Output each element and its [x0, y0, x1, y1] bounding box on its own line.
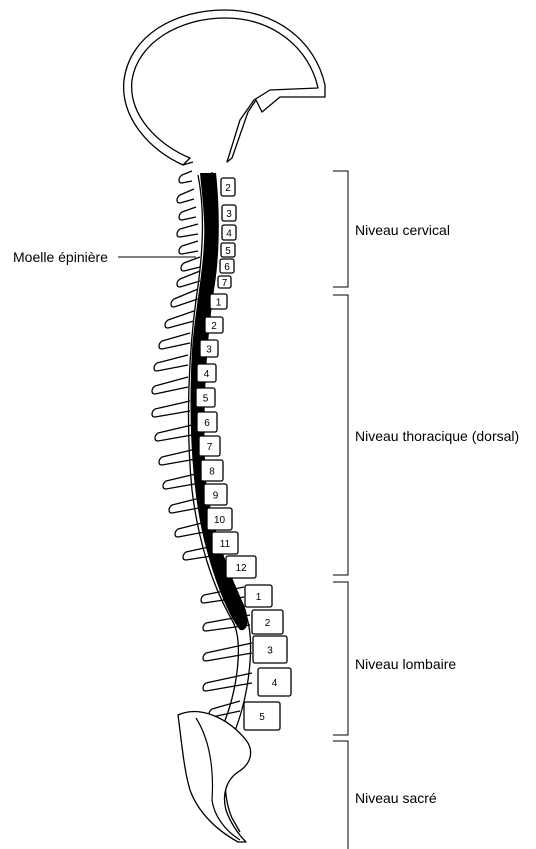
- lumbar-vertebra-4-number: 4: [272, 678, 278, 689]
- spinous-process: [152, 401, 190, 417]
- cervical-vertebra-7-number: 7: [222, 278, 228, 289]
- sacrum: [178, 712, 251, 842]
- spinous-process: [203, 643, 252, 661]
- cervical-vertebra-7: 7: [218, 276, 231, 289]
- thoracic-vertebra-11: 11: [212, 532, 238, 554]
- spinous-process: [177, 271, 200, 287]
- thoracic-vertebra-4-number: 4: [204, 369, 210, 380]
- thoracic-vertebra-1-number: 1: [216, 298, 222, 309]
- thoracic-vertebra-9: 9: [204, 484, 227, 505]
- spinous-process: [154, 355, 188, 371]
- cervical-vertebra-4: 4: [222, 225, 236, 240]
- cervical-vertebra-4-number: 4: [226, 229, 232, 240]
- lumbar-vertebra-5-number: 5: [259, 712, 265, 723]
- spinous-process: [179, 207, 196, 220]
- thoracic-vertebra-8-number: 8: [209, 467, 215, 478]
- spinous-process: [152, 377, 188, 394]
- spinal-cord-label: Moelle épinière: [13, 249, 108, 265]
- thoracic-vertebra-10-number: 10: [214, 515, 226, 526]
- thoracic-vertebra-3-number: 3: [206, 345, 212, 356]
- spinous-process: [177, 224, 198, 237]
- lumbar-vertebra-3: 3: [253, 636, 287, 663]
- cervical-vertebra-5-number: 5: [225, 246, 231, 257]
- thoracic-vertebra-6: 6: [197, 412, 217, 432]
- thoracic-vertebra-5-number: 5: [203, 394, 209, 405]
- thoracic-vertebra-1: 1: [210, 294, 227, 309]
- lumbar-vertebra-2: 2: [252, 610, 283, 634]
- spinous-process: [209, 701, 240, 717]
- spinous-process: [171, 289, 198, 307]
- thoracic-vertebra-3: 3: [200, 340, 218, 357]
- bracket-lumbar: [333, 582, 348, 735]
- lumbar-vertebra-2-number: 2: [265, 618, 271, 629]
- thoracic-vertebra-5: 5: [196, 388, 215, 407]
- cervical-vertebra-6: 6: [220, 259, 234, 273]
- spinous-process: [159, 333, 190, 349]
- bracket-thoracic: [333, 295, 348, 575]
- cervical-vertebra-2-number: 2: [225, 183, 231, 194]
- thoracic-vertebra-4: 4: [197, 364, 216, 382]
- thoracic-vertebra-8: 8: [201, 460, 223, 481]
- spinous-process: [165, 311, 194, 328]
- thoracic-vertebra-2: 2: [205, 317, 223, 333]
- sacral-level-label: Niveau sacré: [355, 790, 437, 806]
- thoracic-vertebra-9-number: 9: [213, 491, 219, 502]
- lumbar-level-label: Niveau lombaire: [355, 656, 456, 672]
- cervical-vertebra-6-number: 6: [224, 262, 230, 273]
- cervical-vertebra-3: 3: [222, 205, 236, 221]
- lumbar-vertebra-1: 1: [245, 585, 272, 607]
- thoracic-vertebra-10: 10: [207, 508, 232, 530]
- cervical-vertebra-3-number: 3: [226, 209, 232, 220]
- cervical-level-label: Niveau cervical: [355, 222, 450, 238]
- bracket-sacral: [333, 741, 348, 849]
- thoracic-vertebra-6-number: 6: [204, 418, 210, 429]
- lumbar-vertebra-5: 5: [244, 702, 280, 730]
- thoracic-level-label: Niveau thoracique (dorsal): [355, 428, 519, 444]
- spinous-process: [177, 189, 194, 203]
- thoracic-vertebra-7: 7: [199, 436, 220, 456]
- thoracic-vertebra-2-number: 2: [211, 321, 217, 332]
- lumbar-vertebra-1-number: 1: [256, 592, 262, 603]
- skull: [124, 10, 325, 165]
- bracket-cervical: [333, 171, 348, 287]
- lumbar-vertebra-3-number: 3: [267, 646, 273, 657]
- spinous-process: [203, 673, 252, 691]
- thoracic-vertebra-12-number: 12: [235, 563, 247, 574]
- cervical-vertebra-5: 5: [221, 243, 235, 257]
- spinous-process: [179, 241, 198, 254]
- thoracic-vertebra-7-number: 7: [207, 442, 213, 453]
- thoracic-vertebra-12: 12: [226, 556, 256, 578]
- cervical-vertebra-2: 2: [221, 178, 235, 196]
- spinous-process: [181, 257, 200, 271]
- thoracic-vertebra-11-number: 11: [220, 539, 231, 550]
- spinous-process: [155, 425, 192, 441]
- spinous-process: [179, 171, 192, 183]
- lumbar-vertebra-4: 4: [258, 668, 291, 696]
